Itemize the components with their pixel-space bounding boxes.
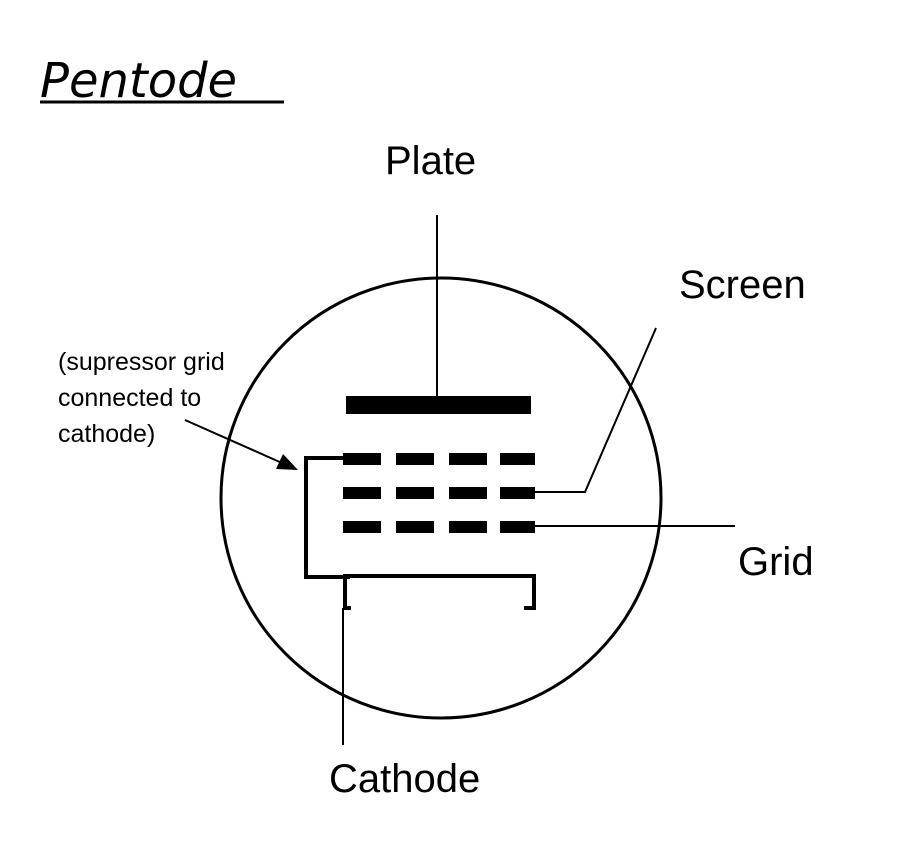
tube-envelope bbox=[219, 276, 663, 720]
screen-grid bbox=[343, 487, 535, 499]
suppressor-note: (supressor grid connected to cathode) bbox=[58, 348, 232, 448]
grid-segment bbox=[343, 521, 381, 533]
grid-segment bbox=[396, 487, 434, 499]
suppressor-note-line: cathode) bbox=[58, 420, 155, 448]
cathode-label: Cathode bbox=[329, 757, 480, 801]
grid-segment bbox=[500, 521, 535, 533]
cathode-electrode bbox=[343, 574, 536, 610]
grid-segment bbox=[500, 453, 535, 465]
grid-segment bbox=[396, 453, 434, 465]
suppressor-arrowhead bbox=[276, 454, 298, 470]
plate-label: Plate bbox=[385, 139, 476, 183]
screen-lead bbox=[535, 327, 657, 493]
grid-segment bbox=[449, 521, 487, 533]
screen-label: Screen bbox=[679, 263, 806, 307]
grid-label: Grid bbox=[738, 540, 814, 584]
suppressor-note-line: connected to bbox=[58, 384, 201, 412]
suppressor-note-line: (supressor grid bbox=[58, 348, 225, 376]
grid-segment bbox=[500, 487, 535, 499]
grid-segment bbox=[343, 487, 381, 499]
page-title: Pentode bbox=[40, 53, 237, 109]
grid-segment bbox=[343, 453, 381, 465]
grid-segment bbox=[449, 453, 487, 465]
grid-segment bbox=[449, 487, 487, 499]
plate-electrode bbox=[346, 396, 531, 414]
suppressor-arrow-line bbox=[184, 419, 283, 464]
suppressor-connection bbox=[304, 456, 350, 579]
grid-segment bbox=[396, 521, 434, 533]
suppressor-grid bbox=[343, 453, 535, 465]
control-grid bbox=[343, 521, 535, 533]
